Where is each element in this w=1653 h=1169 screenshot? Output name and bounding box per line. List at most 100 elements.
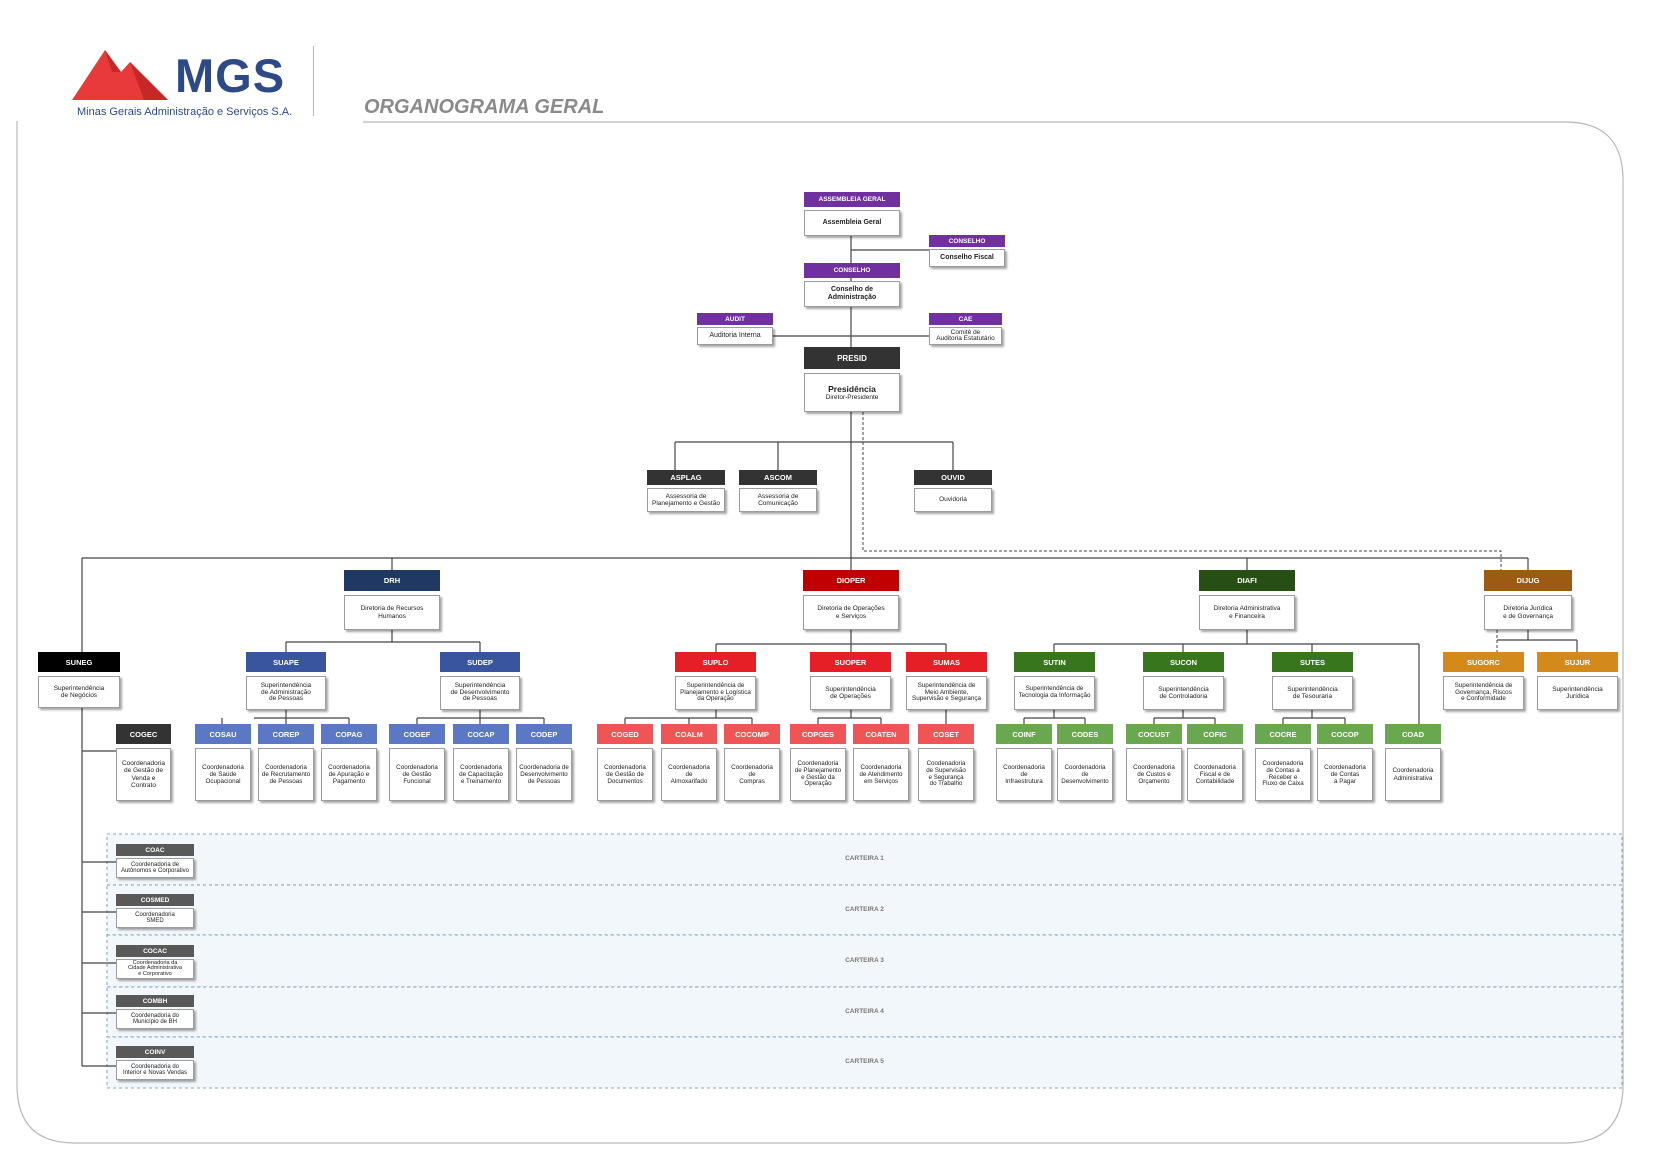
node-coad[interactable]: COAD Coordenadoria Administrativa bbox=[1385, 724, 1441, 801]
node-coged[interactable]: COGED Coordenadoria de Gestão de Documen… bbox=[597, 724, 653, 801]
node-cocop[interactable]: COCOP Coordenadoria de Contas a Pagar bbox=[1317, 724, 1373, 801]
node-code: OUVID bbox=[914, 470, 992, 485]
node-title: Superintendência de Negócios bbox=[38, 676, 120, 708]
node-code: DIOPER bbox=[803, 570, 899, 591]
node-codes[interactable]: CODES Coordenadoria de Desenvolvimento bbox=[1057, 724, 1113, 801]
node-code: SUAPE bbox=[246, 652, 326, 672]
node-sugorc[interactable]: SUGORC Superintendência de Governança, R… bbox=[1443, 652, 1524, 710]
node-title: Comitê de Auditoria Estatutário bbox=[929, 327, 1002, 345]
node-codep[interactable]: CODEP Coordenadoria de Desenvolvimento d… bbox=[516, 724, 572, 801]
node-title: Coordenadoria de Infraestrutura bbox=[996, 748, 1052, 801]
node-title: Auditoria Interna bbox=[697, 327, 773, 345]
node-ouvid[interactable]: OUVID Ouvidoria bbox=[914, 470, 992, 512]
node-title: Coordenadoria de Planejamento e Gestão d… bbox=[790, 748, 846, 801]
node-coset[interactable]: COSET Coodenadoria de Supervisão e Segur… bbox=[918, 724, 974, 801]
carteira-label-4: CARTEIRA 4 bbox=[845, 1008, 884, 1015]
node-code: CAE bbox=[929, 313, 1002, 325]
node-sutin[interactable]: SUTIN Superintendência de Tecnologia da … bbox=[1014, 652, 1095, 710]
node-code: COSET bbox=[918, 724, 974, 744]
node-audit[interactable]: AUDIT Auditoria Interna bbox=[697, 313, 773, 345]
node-title: Coordenadoria de Atendimento em Serviços bbox=[853, 748, 909, 801]
node-cocomp[interactable]: COCOMP Coordenadoria de Compras bbox=[724, 724, 780, 801]
node-title: Superintendência de Tecnologia da Inform… bbox=[1014, 676, 1095, 710]
node-suneg[interactable]: SUNEG Superintendência de Negócios bbox=[38, 652, 120, 708]
node-sucon[interactable]: SUCON Superintendência de Controladoria bbox=[1143, 652, 1224, 710]
node-code: SUJUR bbox=[1537, 652, 1618, 672]
node-coaten[interactable]: COATEN Coordenadoria de Atendimento em S… bbox=[853, 724, 909, 801]
node-title: Coordenadoria de Recrutamento de Pessoas bbox=[258, 748, 314, 801]
node-title: Coordenadoria de Almoxarifado bbox=[661, 748, 717, 801]
carteira-band-2 bbox=[106, 884, 1623, 936]
node-code: COAC bbox=[116, 844, 194, 856]
node-conselho-fiscal[interactable]: CONSELHO Conselho Fiscal bbox=[929, 235, 1005, 267]
node-sumas[interactable]: SUMAS Superintendência de Meio Ambiente,… bbox=[906, 652, 987, 710]
node-title: Coordenadoria de Saúde Ocupacional bbox=[195, 748, 251, 801]
node-code: COCAP bbox=[453, 724, 509, 744]
node-suplo[interactable]: SUPLO Superintendência de Planejamento e… bbox=[675, 652, 756, 710]
node-code: COPAG bbox=[321, 724, 377, 744]
node-dioper[interactable]: DIOPER Diretoria de Operações e Serviços bbox=[803, 570, 899, 630]
node-cogef[interactable]: COGEF Coordenadoria de Gestão Funcional bbox=[389, 724, 445, 801]
node-code: COPGES bbox=[790, 724, 846, 744]
node-sujur[interactable]: SUJUR Superintendência Jurídica bbox=[1537, 652, 1618, 710]
node-coalm[interactable]: COALM Coordenadoria de Almoxarifado bbox=[661, 724, 717, 801]
node-title: Assessoria de Planejamento e Gestão bbox=[647, 488, 725, 512]
node-cosau[interactable]: COSAU Coordenadoria de Saúde Ocupacional bbox=[195, 724, 251, 801]
node-coinf[interactable]: COINF Coordenadoria de Infraestrutura bbox=[996, 724, 1052, 801]
node-title: Coordenadoria do Município de BH bbox=[116, 1009, 194, 1029]
node-presid[interactable]: PRESID Presidência Diretor-Presidente bbox=[804, 347, 900, 412]
node-cocac[interactable]: COCAC Coordenadoria da Cidade Administra… bbox=[116, 945, 194, 979]
node-code: SUMAS bbox=[906, 652, 987, 672]
page-title: ORGANOGRAMA GERAL bbox=[364, 96, 605, 118]
node-coac[interactable]: COAC Coordenadoria de Autônomos e Corpor… bbox=[116, 844, 194, 878]
node-cosmed[interactable]: COSMED Coordenadoria SMED bbox=[116, 894, 194, 928]
node-code: COALM bbox=[661, 724, 717, 744]
node-code: DIAFI bbox=[1199, 570, 1295, 591]
node-ascom[interactable]: ASCOM Assessoria de Comunicação bbox=[739, 470, 817, 512]
node-cocap[interactable]: COCAP Coordenadoria de Capacitação e Tre… bbox=[453, 724, 509, 801]
node-dijug[interactable]: DIJUG Diretoria Jurídica e de Governança bbox=[1484, 570, 1572, 630]
carteira-label-5: CARTEIRA 5 bbox=[845, 1058, 884, 1065]
node-code: CODES bbox=[1057, 724, 1113, 744]
node-code: COREP bbox=[258, 724, 314, 744]
node-conselho-administracao[interactable]: CONSELHO Conselho de Administração bbox=[804, 263, 900, 307]
node-coinv[interactable]: COINV Coordenadoria do Interior e Novas … bbox=[116, 1046, 194, 1080]
node-title: Superintendência de Governança, Riscos e… bbox=[1443, 676, 1524, 710]
node-title: Superintendência Jurídica bbox=[1537, 676, 1618, 710]
node-copges[interactable]: COPGES Coordenadoria de Planejamento e G… bbox=[790, 724, 846, 801]
company-name: Minas Gerais Administração e Serviços S.… bbox=[77, 106, 293, 118]
node-asplag[interactable]: ASPLAG Assessoria de Planejamento e Gest… bbox=[647, 470, 725, 512]
carteira-band-3 bbox=[106, 934, 1623, 988]
node-drh[interactable]: DRH Diretoria de Recursos Humanos bbox=[344, 570, 440, 630]
node-code: SUCON bbox=[1143, 652, 1224, 672]
node-cae[interactable]: CAE Comitê de Auditoria Estatutário bbox=[929, 313, 1002, 345]
node-cofic[interactable]: COFIC Coordenadoria Fiscal e de Contabil… bbox=[1187, 724, 1243, 801]
node-cogec[interactable]: COGEC Coordenadoria de Gestão de Venda e… bbox=[116, 724, 171, 801]
node-code: SUNEG bbox=[38, 652, 120, 672]
node-code: ASSEMBLEIA GERAL bbox=[804, 192, 900, 207]
node-cocre[interactable]: COCRE Coordenadoria de Contas a Receber … bbox=[1255, 724, 1311, 801]
carteira-label-2: CARTEIRA 2 bbox=[845, 906, 884, 913]
node-assembleia-geral[interactable]: ASSEMBLEIA GERAL Assembleia Geral bbox=[804, 192, 900, 236]
node-copag[interactable]: COPAG Coordenadoria de Apuração e Pagame… bbox=[321, 724, 377, 801]
node-title: Coordenadoria de Contas a Receber e Flux… bbox=[1255, 748, 1311, 801]
node-cocust[interactable]: COCUST Coordenadoria de Custos e Orçamen… bbox=[1126, 724, 1182, 801]
node-code: COAD bbox=[1385, 724, 1441, 744]
node-code: ASCOM bbox=[739, 470, 817, 485]
node-title: Ouvidoria bbox=[914, 488, 992, 512]
node-title: Assessoria de Comunicação bbox=[739, 488, 817, 512]
node-title: Coordenadoria de Custos e Orçamento bbox=[1126, 748, 1182, 801]
node-code: SUTIN bbox=[1014, 652, 1095, 672]
node-suape[interactable]: SUAPE Superintendência de Administração … bbox=[246, 652, 326, 710]
node-diafi[interactable]: DIAFI Diretoria Administrativa e Finance… bbox=[1199, 570, 1295, 630]
node-sudep[interactable]: SUDEP Superintendência de Desenvolviment… bbox=[440, 652, 520, 710]
node-code: SUOPER bbox=[810, 652, 891, 672]
node-combh[interactable]: COMBH Coordenadoria do Município de BH bbox=[116, 995, 194, 1029]
node-title: Assembleia Geral bbox=[804, 210, 900, 236]
carteira-label-1: CARTEIRA 1 bbox=[845, 855, 884, 862]
node-sutes[interactable]: SUTES Superintendência de Tesouraria bbox=[1272, 652, 1353, 710]
node-corep[interactable]: COREP Coordenadoria de Recrutamento de P… bbox=[258, 724, 314, 801]
node-suoper[interactable]: SUOPER Superintendência de Operações bbox=[810, 652, 891, 710]
node-title: Diretoria de Operações e Serviços bbox=[803, 595, 899, 630]
node-title: Diretoria de Recursos Humanos bbox=[344, 595, 440, 630]
